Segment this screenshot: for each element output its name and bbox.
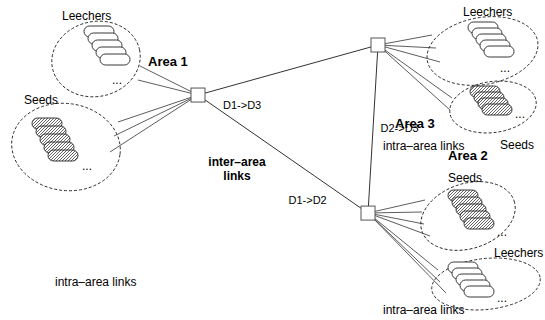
- intra-area-link: [118, 95, 198, 122]
- peer-group: Seeds: [10, 90, 122, 192]
- router: [371, 38, 385, 52]
- group-label: Leechers: [463, 6, 512, 20]
- peer-group: Leechers: [430, 241, 545, 313]
- area-cloud: Area 2SeedsLeechers: [368, 146, 540, 318]
- link-label-holder: D1->D3: [223, 95, 261, 113]
- group-label: Seeds: [500, 139, 534, 153]
- group-outline: [6, 96, 126, 197]
- group-label: Seeds: [24, 94, 58, 108]
- peer-group: Seeds: [418, 168, 518, 252]
- ellipsis-holder: ...: [500, 58, 510, 76]
- intra-area-link: [114, 95, 198, 136]
- ellipsis-holder: ...: [82, 156, 92, 174]
- intra-area-link: [368, 213, 440, 282]
- intra-area-link: [378, 35, 432, 45]
- link-type-label-holder: inter–area links: [205, 156, 269, 184]
- area-cloud-outline: [16, 74, 194, 260]
- routers: [191, 38, 385, 220]
- leecher-peer: [484, 46, 514, 57]
- intra-area-links: [110, 35, 452, 293]
- link-type-label: inter–area links: [205, 156, 269, 184]
- leecher-peer: [100, 54, 130, 65]
- seed-peer: [464, 218, 494, 229]
- inter-area-link: [198, 95, 368, 213]
- link-label: D2->D3: [381, 122, 419, 135]
- ellipsis: ...: [497, 292, 507, 306]
- link-label-holder: D1->D2: [289, 190, 327, 208]
- link-type-label: intra–area links: [55, 276, 136, 290]
- area-cloud-shape: [368, 164, 540, 318]
- ellipsis-holder: ...: [515, 104, 525, 122]
- intra-area-link: [368, 213, 430, 236]
- area-cloud: Area 1: [12, 52, 198, 264]
- peer-group-shape: [448, 80, 538, 134]
- group-label: Seeds: [448, 172, 482, 186]
- intra-area-link: [368, 213, 424, 224]
- group-outline: [422, 8, 544, 93]
- intra-area-link: [368, 200, 425, 213]
- peer-group-shape: [425, 16, 540, 86]
- inter-area-links: [198, 45, 378, 213]
- ellipsis: ...: [515, 108, 525, 122]
- router: [191, 88, 205, 102]
- ellipsis: ...: [82, 160, 92, 174]
- link-type-label-holder: intra–area links: [383, 300, 464, 318]
- intra-area-link: [368, 212, 422, 213]
- peer-group: Leechers: [425, 2, 540, 88]
- leecher-peer: [464, 286, 494, 297]
- intra-area-link: [368, 213, 446, 293]
- group-outline: [446, 76, 539, 139]
- inter-area-link: [368, 45, 378, 213]
- ellipsis: ...: [112, 74, 122, 88]
- peer-group-shape: [10, 102, 122, 192]
- link-label: D1->D3: [223, 99, 261, 112]
- area-name: Area 1: [148, 55, 188, 70]
- intra-area-link: [368, 213, 438, 270]
- ellipsis-holder: ...: [497, 222, 507, 240]
- peer-group: Leechers: [50, 6, 142, 98]
- group-label: Leechers: [494, 247, 543, 261]
- group-label: Leechers: [62, 10, 111, 24]
- link-type-label-holder: intra–area links: [383, 136, 464, 154]
- link-type-label-holder: intra–area links: [55, 272, 136, 290]
- link-type-label: intra–area links: [383, 140, 464, 154]
- intra-area-link: [378, 45, 452, 98]
- seed-peer: [482, 104, 512, 115]
- peer-group-shape: [430, 257, 542, 311]
- area-cloud-outline: [372, 168, 536, 314]
- ellipsis-holder: ...: [497, 288, 507, 306]
- ellipsis: ...: [500, 62, 510, 76]
- seed-peer: [48, 150, 78, 161]
- router: [361, 206, 375, 220]
- link-label: D1->D2: [289, 194, 327, 207]
- peer-group-shape: [50, 20, 142, 98]
- intra-area-link: [140, 66, 198, 95]
- intra-area-link: [110, 95, 198, 152]
- inter-area-link: [198, 45, 378, 95]
- peer-group-shape: [418, 182, 518, 250]
- intra-area-link: [138, 80, 198, 95]
- link-type-label: intra–area links: [383, 304, 464, 318]
- ellipsis-holder: ...: [112, 70, 122, 88]
- group-outline: [45, 13, 148, 105]
- ellipsis: ...: [497, 226, 507, 240]
